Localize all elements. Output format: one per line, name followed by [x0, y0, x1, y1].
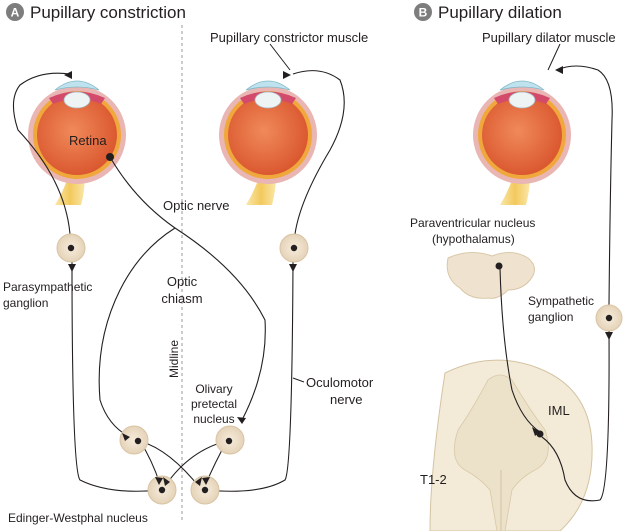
label-oculomotor-nerve: nerve: [330, 392, 363, 407]
label-parasympathetic: Parasympathetic: [3, 280, 92, 294]
right-parasympathetic-ganglion: [279, 233, 309, 263]
label-optic-chiasm-1: Optic: [167, 274, 198, 289]
label-olivary-1: Olivary: [195, 382, 232, 396]
midline-label: Midline: [167, 340, 181, 378]
sympathetic-ganglion-to-eye-path: [556, 65, 613, 306]
constrictor-muscle-pointer: [269, 43, 291, 71]
retina-to-right-pretectal-path: [109, 156, 266, 421]
arrow-to-left-ew: [155, 477, 163, 485]
panel-b-letter: B: [419, 6, 428, 20]
panel-b-badge: [414, 3, 432, 21]
right-ew-to-ganglion-path: [204, 261, 294, 492]
retina-cell-dot: [106, 153, 114, 161]
label-olivary-2: pretectal: [191, 397, 237, 411]
left-optic-branch-path: [98, 227, 176, 437]
arrowheads: [64, 66, 613, 486]
arrow-to-left-ew-cross: [163, 477, 170, 486]
arrow-to-left-pretectal: [122, 433, 130, 441]
left-ganglion-to-eye-path: [12, 72, 71, 235]
arrow-to-left-eye: [64, 71, 72, 79]
arrow-to-left-ganglion: [68, 264, 76, 272]
label-sympathetic-ganglion: ganglion: [528, 310, 573, 324]
label-pupillary-dilator-muscle: Pupillary dilator muscle: [482, 30, 616, 45]
arrow-to-right-pretectal: [237, 417, 246, 424]
arrow-to-right-ew-cross: [195, 477, 202, 486]
arrow-to-sympathetic-ganglion: [605, 332, 613, 340]
label-sympathetic: Sympathetic: [528, 294, 594, 308]
label-t1-2: T1-2: [420, 472, 447, 487]
spinal-cord-section: [429, 359, 593, 531]
label-paraventricular-nucleus: Paraventricular nucleus: [410, 216, 535, 230]
paraventricular-nucleus-shape: [446, 252, 535, 299]
dilation-eye: [472, 80, 572, 206]
label-olivary-3: nucleus: [193, 412, 234, 426]
panel-a-title: Pupillary constriction: [30, 3, 186, 22]
label-oculomotor: Oculomotor: [306, 375, 374, 390]
right-ganglion-to-eye-path: [292, 70, 345, 235]
panel-b-header: B Pupillary dilation: [414, 3, 562, 22]
arrow-to-right-ew: [202, 477, 210, 485]
arrow-to-right-ganglion: [289, 264, 297, 272]
label-pupillary-constrictor-muscle: Pupillary constrictor muscle: [210, 30, 368, 45]
iml-to-sympathetic-ganglion-path: [541, 329, 610, 502]
paraventricular-cell-dot: [495, 262, 503, 270]
left-edinger-westphal-nucleus: [147, 475, 177, 505]
left-olivary-pretectal-nucleus: [119, 425, 149, 455]
label-edinger-westphal-nucleus: Edinger-Westphal nucleus: [8, 511, 148, 525]
arrow-to-dilation-eye: [555, 66, 563, 74]
oculomotor-pointer: [292, 377, 305, 383]
left-parasympathetic-ganglion: [56, 233, 86, 263]
panel-a-header: A Pupillary constriction: [6, 3, 186, 22]
label-retina: Retina: [69, 133, 107, 148]
panel-a-letter: A: [11, 6, 20, 20]
label-hypothalamus: (hypothalamus): [432, 232, 515, 246]
label-optic-chiasm-2: chiasm: [161, 291, 202, 306]
hypothalamus-to-iml-path: [499, 267, 541, 433]
label-parasympathetic-ganglion: ganglion: [3, 296, 48, 310]
right-eye: [218, 80, 318, 206]
left-ew-to-ganglion-path: [71, 261, 161, 492]
arrow-to-right-eye: [283, 71, 291, 79]
label-optic-nerve: Optic nerve: [163, 198, 229, 213]
sympathetic-ganglion: [595, 304, 623, 332]
panel-a-badge: [6, 3, 24, 21]
panel-b-title: Pupillary dilation: [438, 3, 562, 22]
right-olivary-pretectal-nucleus: [215, 425, 245, 455]
label-iml: IML: [548, 403, 570, 418]
arrow-to-iml: [532, 427, 540, 436]
dilator-muscle-pointer: [547, 43, 561, 71]
